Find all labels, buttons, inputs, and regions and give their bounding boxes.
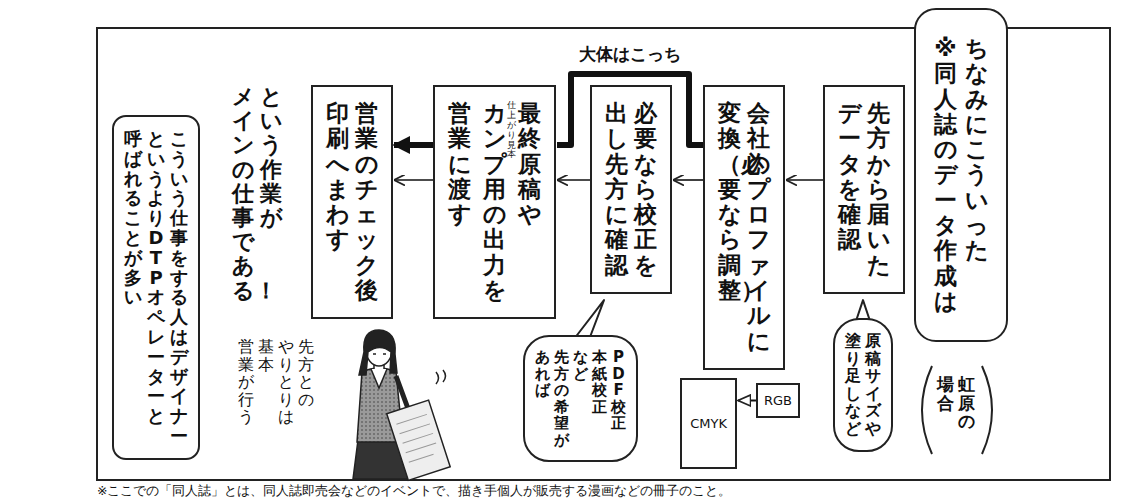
panel-text: という作業が メインの仕事である！ (232, 85, 282, 303)
text-column: 原稿サイズや (865, 332, 881, 438)
text-column: 仕上がり見本 (507, 101, 516, 160)
node-text: こういう仕事をする人はデザイナー というよりDTPオペレーターと 呼ばれることが… (124, 129, 188, 446)
speech-bubble: 原稿サイズや 塗り足しなど (833, 318, 893, 452)
note-box: こういう仕事をする人はデザイナー というよりDTPオペレーターと 呼ばれることが… (112, 115, 200, 460)
text-column: メインの仕事である！ (232, 85, 254, 303)
text-column: という作業が (260, 85, 282, 230)
text-column: あれば (535, 349, 550, 399)
node-text: 営業のチェック後 印刷へまわす (326, 101, 378, 303)
flow-arrow (786, 179, 823, 181)
node-text: 最終原稿や カンプ用の出力を 営業に渡す (448, 101, 541, 303)
ruby-text: 仕上がり見本 (507, 101, 516, 160)
text-column: 虹原の (958, 375, 975, 431)
text-column: 基本 (258, 338, 274, 373)
process-box: 会社のプロファイルに 変換（必要なら調整） (703, 85, 785, 370)
collar (371, 369, 387, 388)
parenthesis (982, 366, 992, 454)
text-column: 先方の希望が (554, 349, 569, 448)
process-box: 必要なら校正を 出し 先方に確認 (590, 85, 672, 294)
text-column: 先方との (298, 338, 314, 408)
process-box: RGB (756, 383, 800, 418)
text-column: というよりDTPオペレーターと (147, 129, 165, 426)
hair (359, 330, 397, 375)
node-text: CMYK (690, 416, 727, 431)
eyes (373, 353, 386, 355)
document (387, 400, 450, 480)
text-column: 営業のチェック後 (355, 101, 378, 303)
text-column: 塗り足しなど (845, 332, 861, 438)
flow-arrow (738, 400, 756, 402)
text-column: PDF校正 (611, 349, 626, 432)
text-column: データを確認 (838, 101, 861, 253)
node-text: RGB (764, 393, 792, 408)
footnote: ※ここでの「同人誌」とは、同人誌即売会などのイベントで、描き手個人が販売する漫画… (97, 483, 731, 500)
text-column: 本紙校正 (592, 349, 607, 415)
parenthesis (922, 366, 932, 454)
process-box: 先方から届いた データを確認 (823, 85, 905, 294)
text-column: 営業に渡す (448, 101, 471, 227)
text-column: など (573, 349, 588, 382)
node-text: ちなみにこういった ※同人誌のデータ作成は (934, 36, 988, 314)
text-column: 変換（必要なら調整） (718, 101, 741, 303)
node-text: 必要なら校正を 出し 先方に確認 (605, 101, 657, 278)
edge-label: 大体はこっち (576, 43, 684, 66)
text-column: こういう仕事をする人はデザイナー (170, 129, 188, 446)
speech-bubble: PDF校正 本紙校正 など 先方の希望が あれば (523, 335, 638, 462)
panel-text: 虹原の 場合 (937, 375, 975, 431)
process-box: 営業のチェック後 印刷へまわす (311, 85, 393, 319)
text-column: ※同人誌のデータ作成は (934, 36, 957, 314)
flow-arrow (557, 179, 590, 181)
text-column: 営業が行う (238, 338, 254, 426)
text-column: 場合 (937, 375, 954, 412)
flow-arrow (394, 179, 433, 181)
text-column: 最終原稿や (518, 101, 541, 227)
text-column: 必要なら校正を (634, 101, 657, 278)
handwritten-note: 先方との やりとりは 基本 営業が行う (238, 338, 314, 426)
flow-arrow (673, 179, 703, 181)
text-column: ちなみにこういった (965, 36, 988, 264)
bold-arrow (394, 142, 433, 148)
text-column: 出し 先方に確認 (605, 101, 628, 278)
text-column: 先方から届いた (867, 101, 890, 278)
woman-figure (353, 330, 450, 480)
text-column: やりとりは (278, 338, 294, 426)
node-text: 会社のプロファイルに 変換（必要なら調整） (718, 101, 770, 354)
process-box: CMYK (680, 378, 737, 469)
text-column: カンプ用の出力を (483, 101, 506, 303)
motion-lines (436, 370, 446, 384)
text-column: 呼ばれることが多い (124, 129, 142, 307)
node-text: 先方から届いた データを確認 (838, 101, 890, 278)
text-column: 会社のプロファイルに (747, 101, 770, 354)
node-text: 原稿サイズや 塗り足しなど (845, 332, 881, 438)
process-box: 最終原稿や カンプ用の出力を 営業に渡す仕上がり見本 (433, 85, 556, 319)
node-text: PDF校正 本紙校正 など 先方の希望が あれば (535, 349, 626, 448)
text-column: 印刷へまわす (326, 101, 349, 253)
speech-bubble: ちなみにこういった ※同人誌のデータ作成は (914, 8, 1008, 342)
